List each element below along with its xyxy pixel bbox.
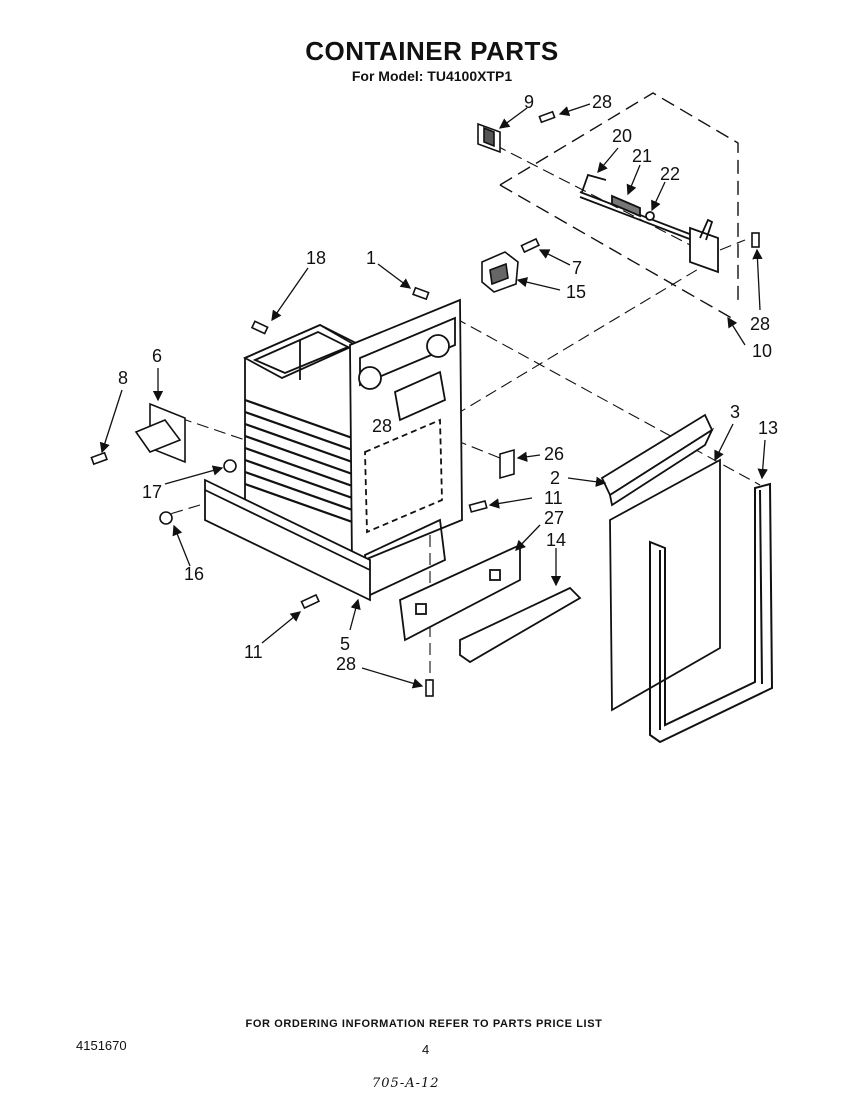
callout-16: 16 (184, 564, 204, 584)
callout-17: 17 (142, 482, 162, 502)
callout-1: 1 (366, 248, 376, 268)
screw-17 (223, 459, 237, 473)
container-body (242, 298, 463, 597)
callout-28-mid: 28 (372, 416, 392, 436)
latch-part-15 (481, 251, 519, 293)
callout-15: 15 (566, 282, 586, 302)
drawer-part-27 (399, 543, 521, 642)
door-gasket-part-13 (649, 482, 774, 744)
screw-18 (250, 320, 269, 335)
hinge-rod-assembly (579, 173, 719, 274)
callout-5: 5 (340, 634, 350, 654)
leader-lines (99, 103, 768, 689)
callout-28-bottom: 28 (336, 654, 356, 674)
callout-28-right: 28 (750, 314, 770, 334)
hinge-bracket-part-9 (477, 122, 501, 154)
callout-22: 22 (660, 164, 680, 184)
callout-10: 10 (752, 341, 772, 361)
screw-1 (412, 286, 430, 301)
bracket-part-6 (134, 402, 186, 464)
screw-8 (90, 451, 108, 466)
callout-7: 7 (572, 258, 582, 278)
clip-part-26 (499, 448, 515, 480)
callout-18: 18 (306, 248, 326, 268)
callout-9: 9 (524, 92, 534, 112)
callout-28-top: 28 (592, 92, 612, 112)
callout-11-right: 11 (544, 488, 563, 508)
handwritten-reference: 705-A-12 (372, 1076, 440, 1091)
screw-7 (520, 237, 541, 254)
callout-11-left: 11 (244, 642, 263, 662)
bottom-rail-part-5 (204, 478, 371, 602)
ordering-info-note: FOR ORDERING INFORMATION REFER TO PARTS … (245, 1018, 603, 1030)
screw-16 (159, 511, 173, 525)
screw-28-right (751, 232, 760, 248)
page-title: CONTAINER PARTS (305, 36, 559, 66)
callout-2: 2 (550, 468, 560, 488)
document-number: 4151670 (76, 1038, 127, 1053)
callout-20: 20 (612, 126, 632, 146)
callout-14: 14 (546, 530, 566, 550)
screw-11-left (300, 593, 321, 610)
hinge-assembly-outline (499, 92, 739, 321)
callout-labels: 9 28 20 21 22 18 1 7 15 28 10 6 8 28 3 1… (118, 92, 778, 674)
screws (90, 110, 760, 697)
callout-21: 21 (632, 146, 652, 166)
drawer-handle-part-14 (459, 586, 582, 664)
callout-8: 8 (118, 368, 128, 388)
callout-13: 13 (758, 418, 778, 438)
screw-11-right (468, 500, 488, 513)
model-subtitle: For Model: TU4100XTP1 (351, 68, 513, 84)
callout-26: 26 (544, 444, 564, 464)
screw-28-bottom (425, 679, 434, 697)
callout-6: 6 (152, 346, 162, 366)
callout-3: 3 (730, 402, 740, 422)
page-number: 4 (422, 1042, 430, 1057)
screw-28-top (538, 110, 556, 124)
handle-rail-part-2 (600, 413, 715, 507)
callout-27: 27 (544, 508, 564, 528)
